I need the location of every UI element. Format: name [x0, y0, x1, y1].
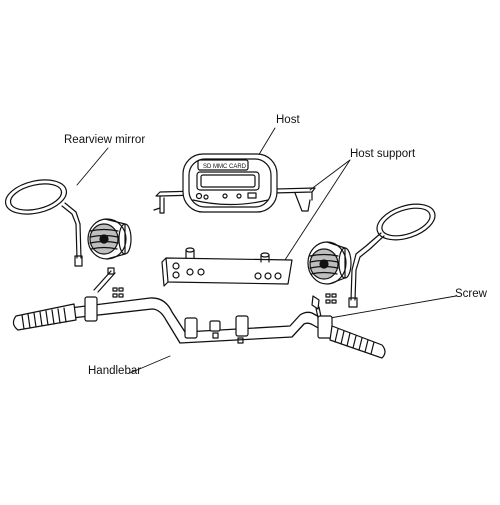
handlebar	[69, 296, 333, 344]
label-host: Host	[276, 114, 300, 126]
right-grip	[329, 325, 386, 359]
host-support-bracket	[153, 187, 316, 214]
leader-screw	[329, 295, 457, 319]
label-host-support: Host support	[350, 148, 416, 160]
label-screw: Screw	[455, 288, 487, 300]
leader-lines	[76, 127, 457, 374]
right-mirror	[348, 203, 436, 308]
leader-rearview	[76, 147, 109, 186]
left-grip	[12, 303, 77, 331]
label-handlebar: Handlebar	[88, 365, 142, 377]
left-mirror	[4, 179, 83, 267]
leader-host-support-1	[309, 159, 351, 191]
right-speaker	[307, 241, 352, 285]
leader-handlebar	[129, 355, 171, 374]
leader-host-support-2	[282, 159, 351, 264]
mounting-plate	[161, 247, 293, 287]
label-rearview-mirror: Rearview mirror	[64, 134, 146, 146]
host-screen-text: SD MMC CARD	[203, 164, 247, 170]
host-unit	[182, 153, 278, 213]
left-screws	[93, 267, 124, 298]
left-speaker	[87, 218, 132, 260]
